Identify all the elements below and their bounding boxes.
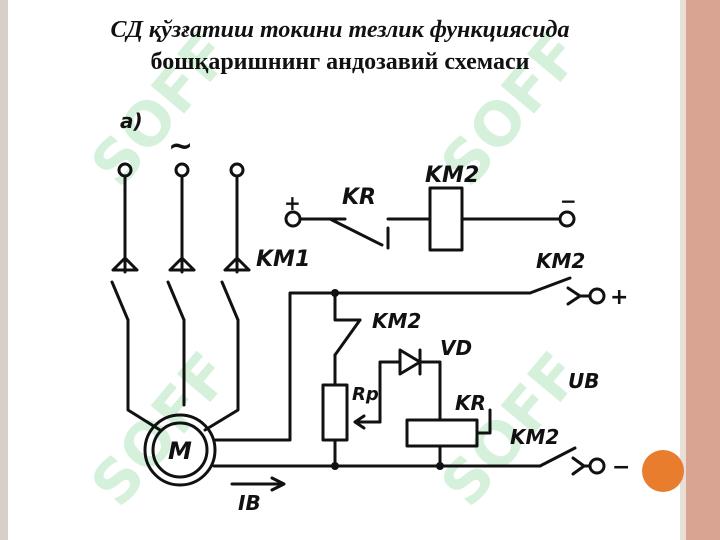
motor-outer <box>143 413 217 487</box>
label-km1: KM1 <box>256 247 310 272</box>
label-rp: Rp <box>352 384 379 405</box>
km2-contact-bottom <box>538 446 577 468</box>
label-panel: а) <box>120 109 143 133</box>
km1-blade-a <box>110 280 130 322</box>
label-ac: ~ <box>168 129 193 164</box>
km1-blade-c <box>220 280 240 322</box>
label-km2-right: KM2 <box>536 249 585 273</box>
label-motor: M <box>168 437 192 465</box>
label-minus-bottom: − <box>612 455 630 480</box>
terminal-b <box>174 162 190 178</box>
label-plus-top: + <box>284 191 301 215</box>
terminal-minus-top <box>558 210 576 228</box>
km2-contact-right <box>528 276 572 295</box>
title-line-2: бошқаришнинг андозавий схемаси <box>150 49 530 75</box>
label-km2-mid: KM2 <box>372 309 421 333</box>
slide-right-frame <box>686 0 720 540</box>
title-line-1: СД қўзғатиш токини тезлик функциясида <box>110 17 570 43</box>
terminal-plus-right <box>588 287 606 305</box>
km2-coil-top <box>428 186 464 252</box>
label-minus-top: − <box>560 189 577 213</box>
slide-right-frame-inner <box>680 0 686 540</box>
label-km2-bottom: KM2 <box>510 425 559 449</box>
label-ub: UB <box>568 369 599 393</box>
km1-blade-b <box>166 280 186 322</box>
label-kr-bottom: KR <box>455 391 486 415</box>
label-kr-top: KR <box>342 185 376 210</box>
kr-contact-blade <box>328 217 384 247</box>
km2-contact-mid <box>333 318 362 357</box>
slide-left-frame <box>0 0 8 540</box>
label-plus-right: + <box>610 285 628 310</box>
label-ib: IB <box>238 491 261 515</box>
accent-circle <box>642 450 684 492</box>
label-vd: VD <box>440 336 472 360</box>
terminal-c <box>229 162 245 178</box>
label-km2-top: KM2 <box>425 163 479 188</box>
slide-title: СД қўзғатиш токини тезлик функциясида бо… <box>20 14 660 78</box>
terminal-minus-bottom <box>588 457 606 475</box>
rp-resistor <box>321 383 349 442</box>
motor-inner <box>151 421 209 479</box>
